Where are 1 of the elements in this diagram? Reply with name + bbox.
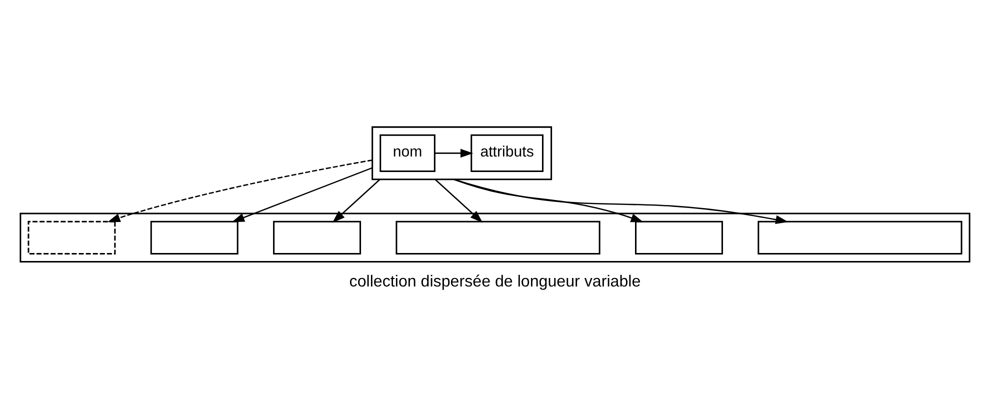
caption: collection dispersée de longueur variable [349,272,641,290]
